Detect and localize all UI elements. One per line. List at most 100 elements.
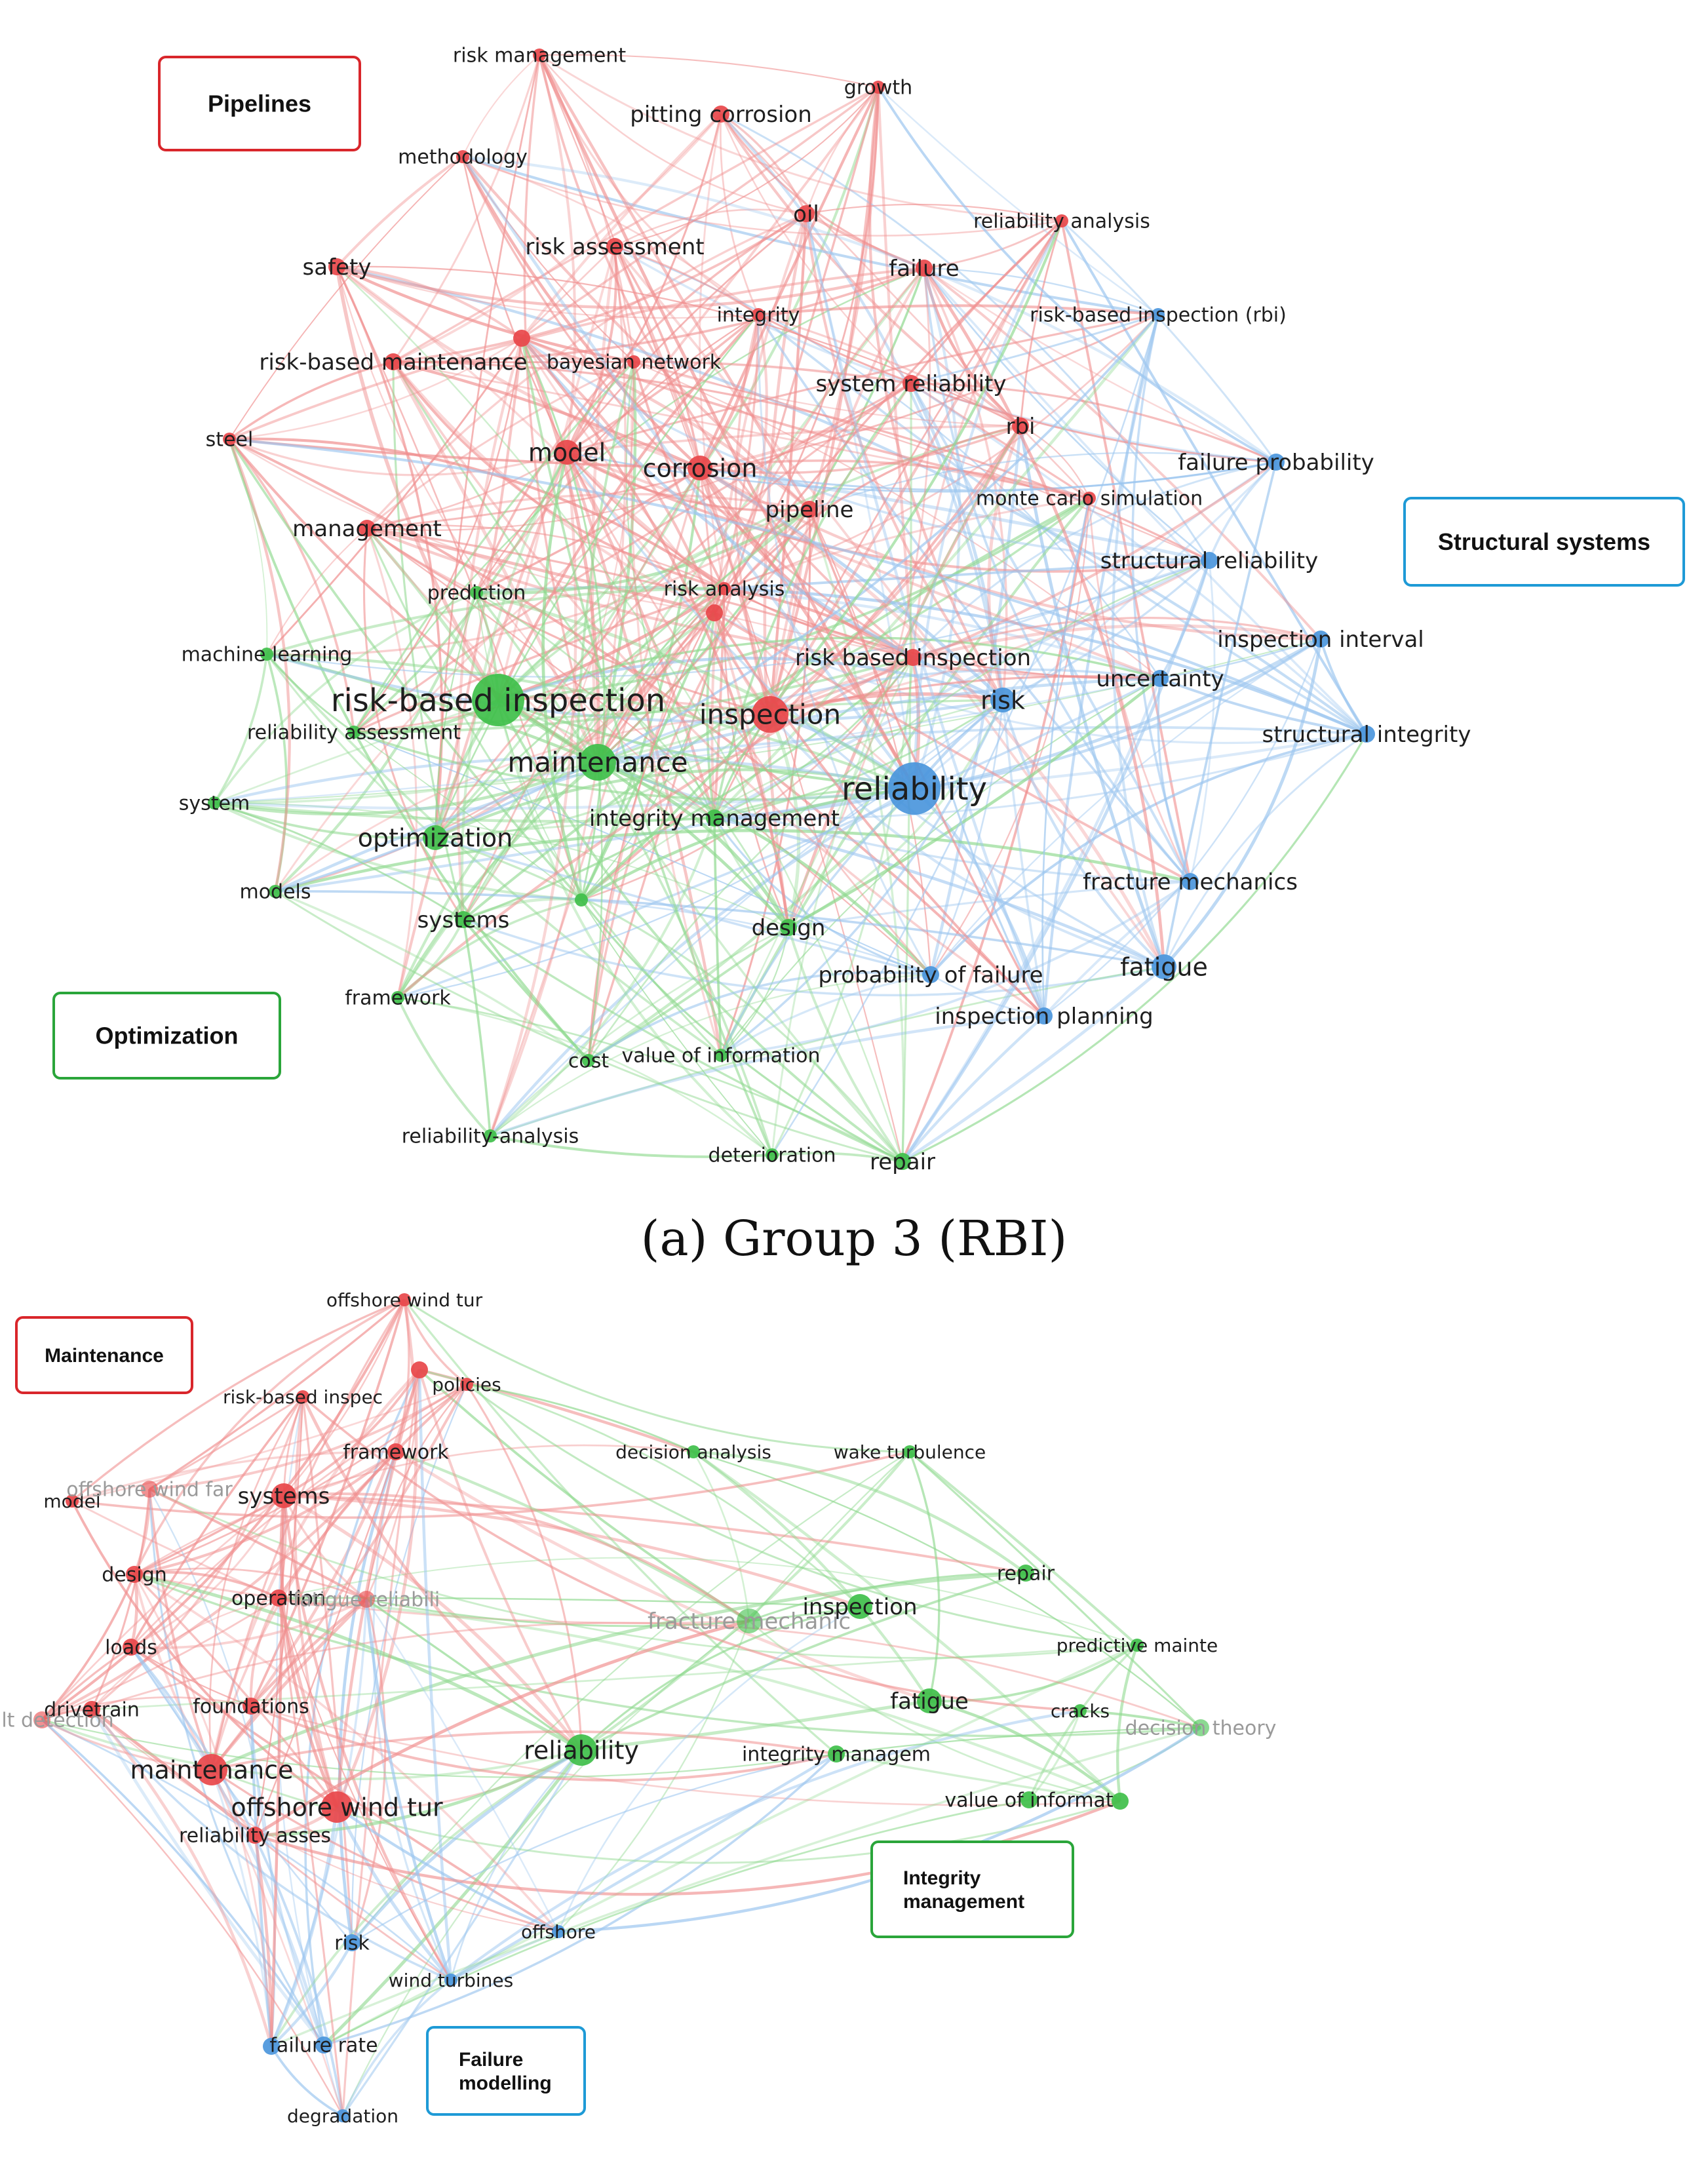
panel-a-link <box>538 54 811 511</box>
panel-a-link <box>520 338 773 1156</box>
b-node-risk <box>343 1934 360 1951</box>
panel-a-link <box>597 760 790 929</box>
b-node-decision-analysis <box>687 1445 700 1458</box>
panel-a-link <box>393 113 722 363</box>
panel-b-link <box>419 1369 861 1608</box>
b-node-wake-turbulence <box>903 1445 916 1458</box>
panel-b-link <box>351 1753 837 1944</box>
panel-b-link <box>71 1383 467 1502</box>
panel-b-link <box>323 1799 1030 2046</box>
panel-a-link <box>1208 461 1277 561</box>
a-node-value-of-information <box>714 1049 728 1062</box>
panel-a-link <box>713 612 1045 1017</box>
panel-a-link <box>757 313 1192 883</box>
panel-a-link <box>353 360 635 733</box>
panel-b-link <box>134 1572 583 1752</box>
panel-b-link <box>301 1395 1081 1712</box>
panel-b-link <box>277 1597 344 2116</box>
panel-a-link <box>461 155 916 790</box>
b-label-operation: operation <box>231 1587 326 1610</box>
a-node-risk-based-maintenance <box>385 353 402 370</box>
panel-a-link <box>523 54 599 763</box>
panel-a-link <box>1319 638 1368 735</box>
a-node-risk-analysis <box>718 582 731 595</box>
b-node-failure-rate <box>315 2036 332 2054</box>
b-label-fatigue-reliabili: fatigue reliabili <box>293 1589 440 1612</box>
panel-a-link <box>538 54 914 659</box>
panel-a-link <box>266 508 810 656</box>
panel-b-link <box>322 1749 583 2046</box>
panel-a-link <box>587 588 726 1061</box>
panel-b-link <box>210 1384 468 1771</box>
panel-a-link <box>366 528 417 998</box>
b-node-decision-theory <box>1192 1719 1209 1736</box>
panel-a-link <box>575 361 635 901</box>
panel-b-link <box>134 1570 279 1599</box>
a-node-structural-reliability <box>1201 552 1218 569</box>
panel-a-link <box>909 382 1005 701</box>
panel-a-nodes <box>208 49 1375 1170</box>
b-label-reliability: reliability <box>524 1736 639 1764</box>
panel-a-link <box>335 266 500 701</box>
panel-b-link <box>748 1451 910 1622</box>
panel-b-link <box>130 1646 252 1707</box>
panel-a-link <box>713 313 1159 819</box>
panel-a-link <box>537 54 916 790</box>
a-node-cost <box>582 1054 595 1067</box>
panel-a-link <box>596 383 912 764</box>
panel-a-link <box>699 466 1210 562</box>
panel-a-link <box>213 653 268 804</box>
a-node-failure <box>916 260 933 277</box>
panel-a-link <box>757 314 932 975</box>
a-cluster-label-structural-systems: Structural systems <box>1438 528 1650 555</box>
panel-a-link <box>699 467 1321 641</box>
b-label-systems: systems <box>238 1483 330 1509</box>
panel-a-link <box>490 973 931 1137</box>
panel-a-link <box>787 677 1161 929</box>
panel-b-link <box>1116 1645 1139 1802</box>
panel-a-link <box>804 213 1046 1017</box>
panel-a-link <box>580 425 1022 901</box>
panel-a-link <box>392 54 541 362</box>
panel-a-link <box>539 54 807 215</box>
panel-a-link <box>913 787 1046 1017</box>
panel-a-link <box>566 452 932 975</box>
panel-b-link <box>403 1298 838 1755</box>
panel-a-link <box>490 1135 773 1158</box>
panel-b-link <box>1079 1709 1201 1729</box>
b-label-drivetrain: drivetrain <box>44 1699 140 1722</box>
a-label-system-reliability: system reliability <box>816 371 1007 397</box>
panel-a-link <box>497 497 1091 702</box>
panel-b-link <box>338 1451 398 1943</box>
a-node-probability-of-failure <box>922 966 939 983</box>
panel-a-link <box>229 267 925 440</box>
b-cluster-box-maintenance <box>15 1316 193 1394</box>
b-label-predictive-mainte: predictive mainte <box>1057 1635 1218 1656</box>
panel-a-link <box>597 497 1091 764</box>
panel-a-link <box>587 762 603 1061</box>
panel-b-link <box>148 1489 213 1770</box>
b-node-fatigue-reliabili <box>358 1591 375 1608</box>
panel-a-link <box>720 699 1004 1057</box>
panel-b-link <box>269 1806 339 2048</box>
a-label-safety: safety <box>303 254 372 281</box>
a-label-reliability: reliability <box>842 771 987 808</box>
panel-a-link <box>392 361 716 819</box>
panel-a-link <box>713 425 1021 614</box>
panel-a-link <box>213 591 477 804</box>
panel-a-link <box>539 54 1062 222</box>
panel-b-link <box>581 1699 930 1752</box>
b-label-offshore-wind-far: offshore wind far <box>66 1479 233 1502</box>
panel-a-link <box>566 246 617 454</box>
panel-b-link <box>1028 1710 1081 1801</box>
panel-b-link <box>417 1369 453 1981</box>
panel-a-link <box>1060 220 1277 463</box>
panel-a-link <box>397 997 492 1137</box>
panel-a-link <box>587 971 931 1062</box>
a-label-steel: steel <box>206 429 254 452</box>
b-node-repair <box>1017 1565 1034 1582</box>
panel-b-link <box>418 1369 583 1751</box>
panel-b-link <box>908 1450 1138 1646</box>
panel-a-link <box>462 919 492 1137</box>
panel-b-link <box>278 1596 1121 1802</box>
